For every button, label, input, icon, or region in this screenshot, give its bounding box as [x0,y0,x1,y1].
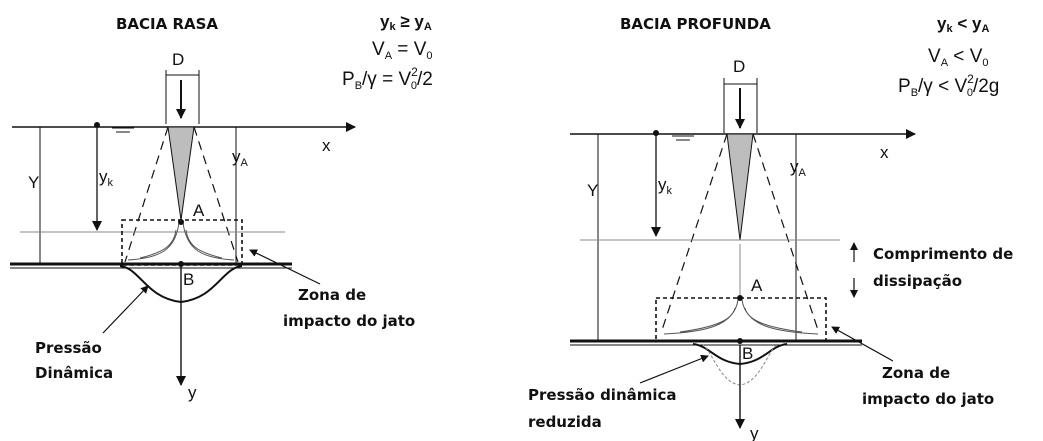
right-note-pressao-1: Pressão dinâmica [528,386,677,404]
right-label-B: B [742,344,753,363]
left-water-symbol-icon [112,127,134,133]
right-jet-spread-left [661,133,728,331]
left-label-yA: yA [232,147,249,169]
right-note-pressao-2: reduzida [528,413,602,431]
left-reference-point [94,122,100,128]
left-point-B [178,261,184,267]
left-eq2: VA = V0 [372,39,433,62]
right-note-zona-1: Zona de [882,364,950,382]
left-title: BACIA RASA [116,15,218,33]
right-note-comprimento-1: Comprimento de [873,245,1013,263]
left-impact-zone-box [121,219,243,266]
right-note-zona-2: impacto do jato [862,390,994,408]
left-flow-lines [127,221,235,261]
left-label-y: y [188,383,197,402]
right-jet-core [726,133,754,241]
right-note-comprimento-2: dissipação [873,272,962,290]
left-label-yk: yk [99,167,114,189]
right-label-y: y [750,424,759,441]
right-label-Y: Y [587,181,598,200]
left-jet-spread-right [193,126,239,263]
right-label-D: D [733,57,745,76]
left-label-A: A [193,201,205,220]
left-zona-pointer [249,249,321,285]
left-note-zona-2: impacto do jato [283,312,415,330]
left-label-B: B [183,270,194,289]
right-eq2: VA < V0 [928,46,989,69]
left-eq1: yk ≥ yA [380,12,432,33]
right-flow-lines [663,299,819,335]
left-pressao-pointer [102,285,149,334]
right-zona-pointer [831,326,894,362]
left-note-zona-1: Zona de [298,286,366,304]
right-label-yk: yk [658,175,673,197]
left-label-x: x [322,136,331,155]
left-label-D: D [172,50,184,69]
left-point-A [178,219,184,225]
right-label-x: x [880,143,889,162]
right-jet-spread-right [752,133,819,331]
left-note-pressao-2: Dinâmica [35,364,113,382]
right-pressao-pointer [639,354,709,384]
right-reference-point [653,130,659,136]
right-eq1: yk < yA [937,14,989,35]
right-impact-zone-box [655,297,827,342]
right-panel: BACIA PROFUNDA yk < yA VA < V0 PB/γ < V2… [528,14,1013,441]
right-water-symbol-icon [672,135,694,141]
right-point-B [737,338,743,344]
left-jet-core [167,126,195,221]
left-jet-spread-left [124,126,169,263]
right-label-yA: yA [790,157,807,179]
left-note-pressao-1: Pressão [35,339,102,357]
right-title: BACIA PROFUNDA [620,15,771,33]
right-label-A: A [751,276,763,295]
left-label-Y: Y [28,173,39,192]
